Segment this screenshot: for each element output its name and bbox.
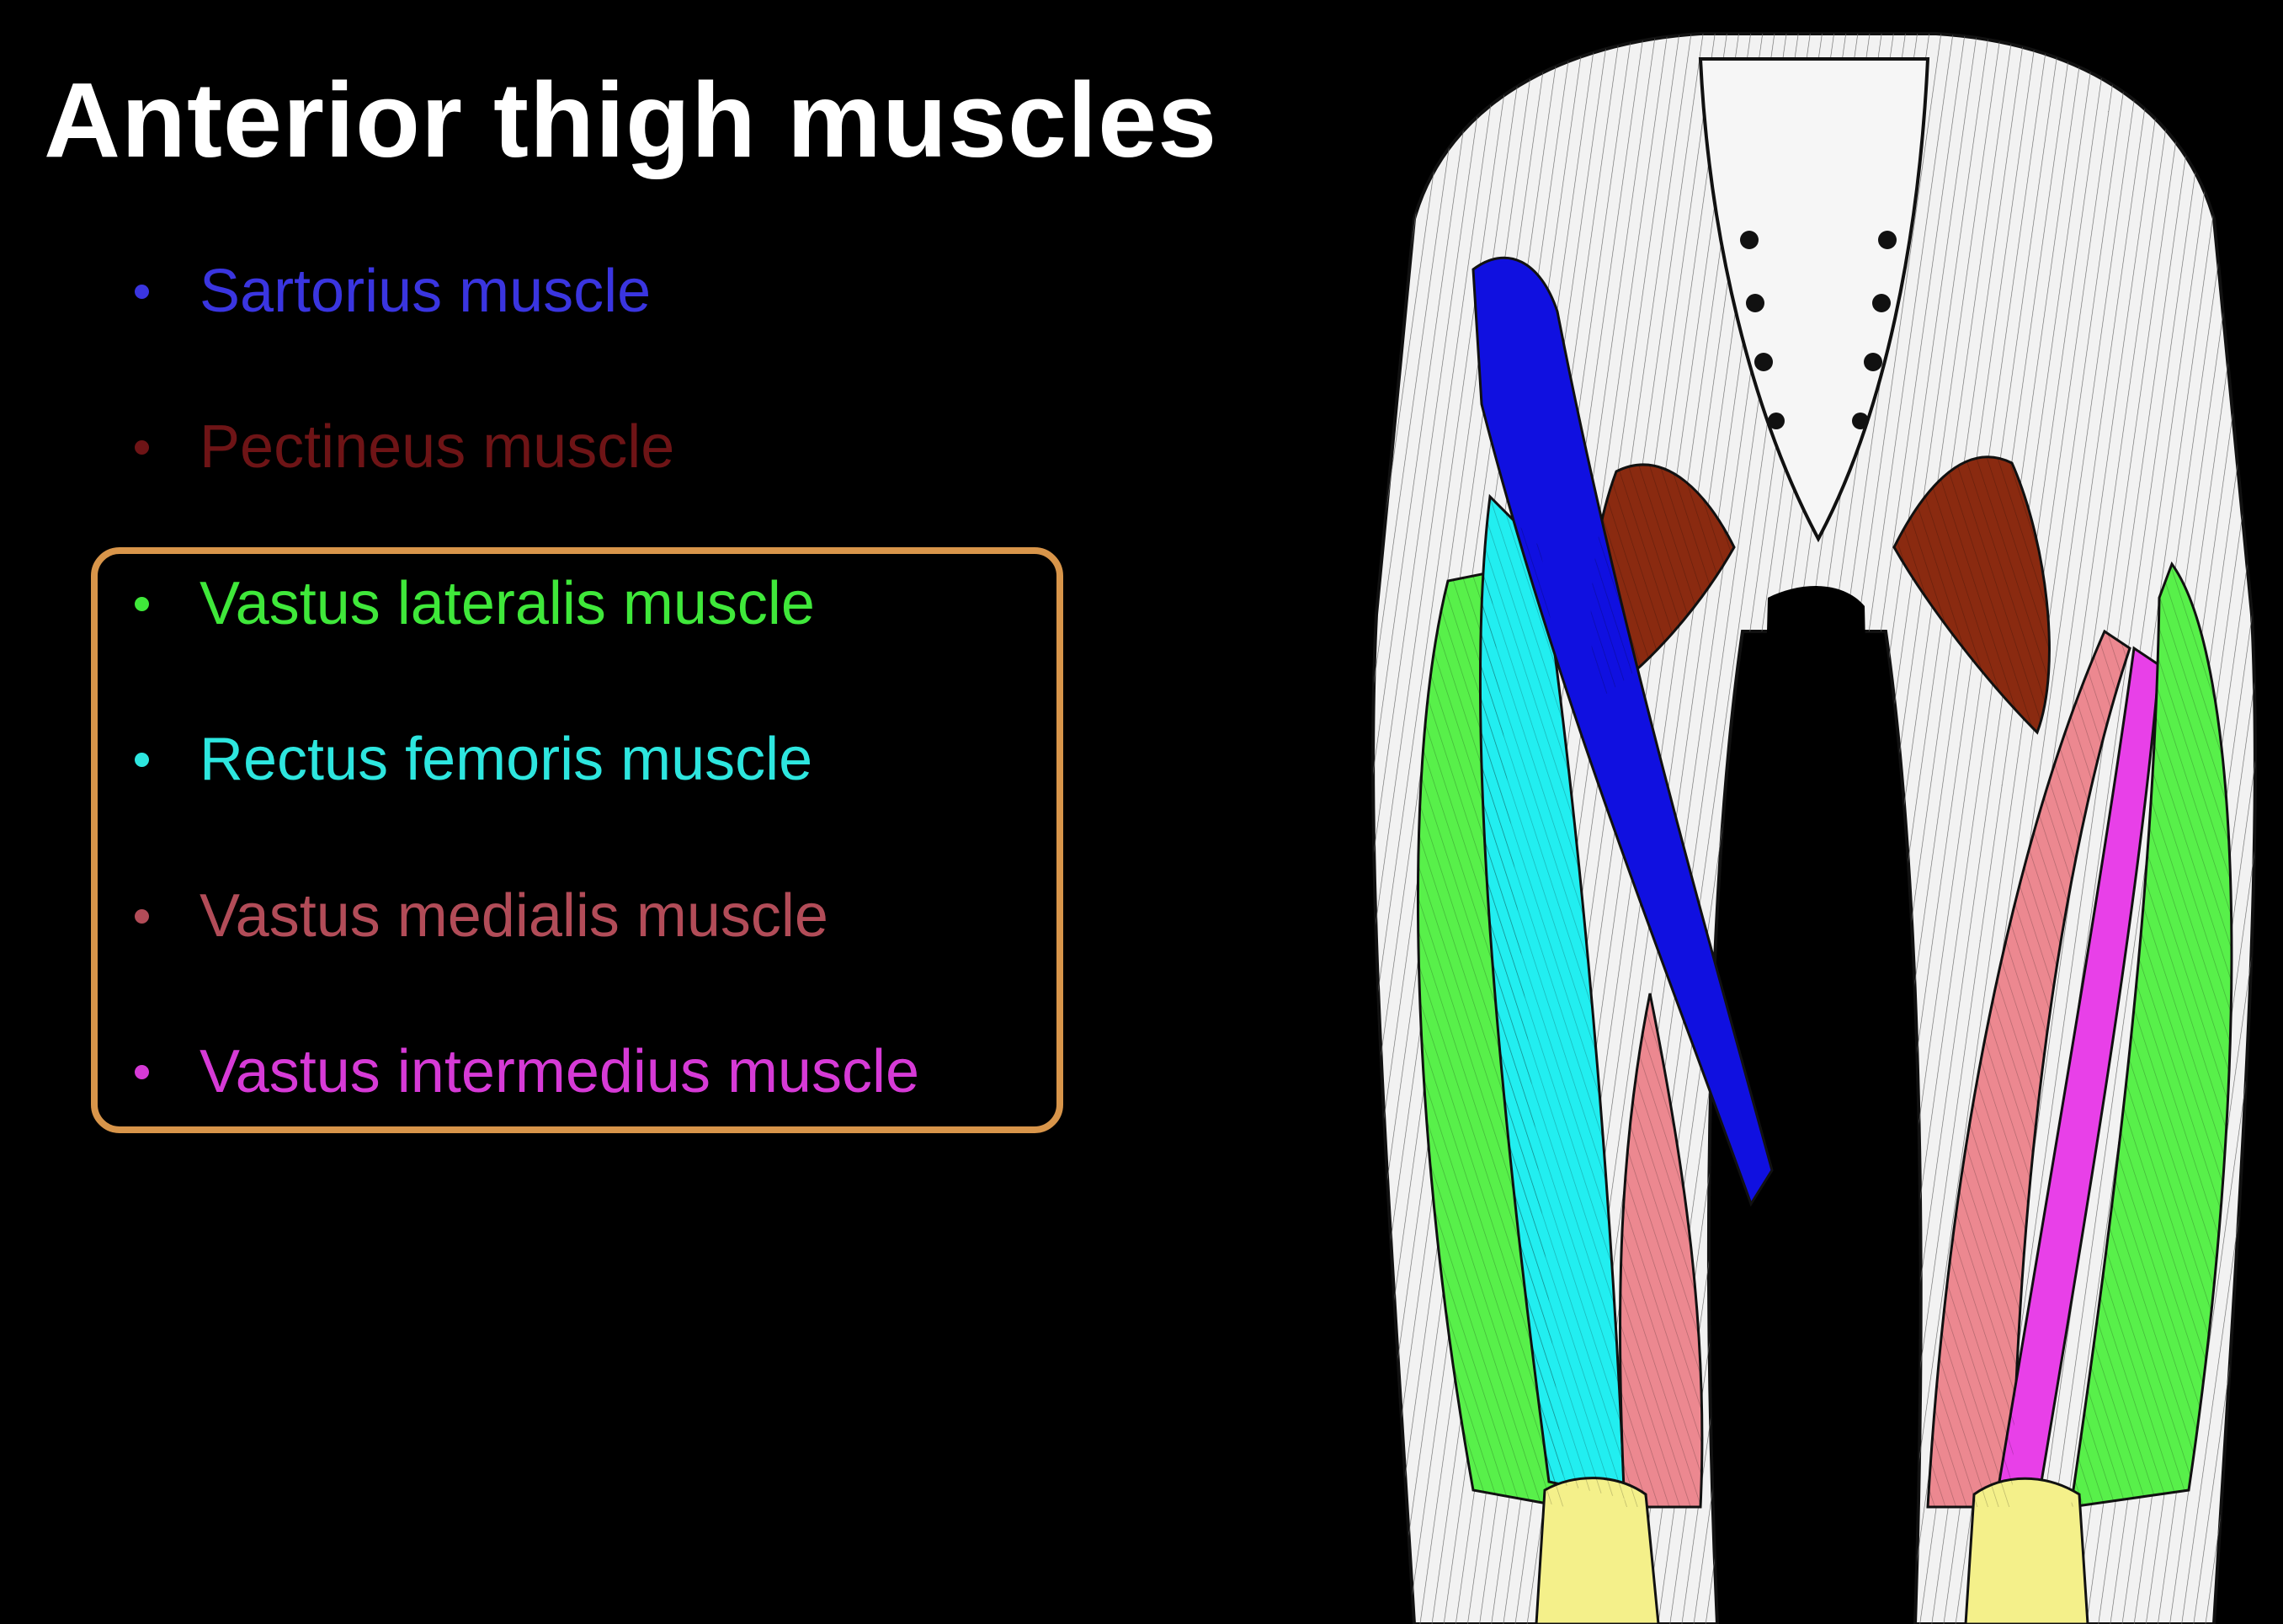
list-item-vastus-lateralis: Vastus lateralis muscle — [135, 573, 815, 634]
muscle-list: Sartorius muscle Pectineus muscle Vastus… — [91, 261, 1063, 1133]
list-item-vastus-medialis: Vastus medialis muscle — [135, 886, 828, 946]
list-item-label: Vastus intermedius muscle — [200, 1038, 919, 1105]
sacral-foramina — [1740, 231, 1897, 429]
sacrum — [1698, 57, 1930, 543]
leg-gap — [1743, 586, 1886, 1624]
list-item-rectus-femoris: Rectus femoris muscle — [135, 729, 812, 790]
quadriceps-highlight-box — [91, 547, 1063, 1133]
list-item-label: Sartorius muscle — [200, 258, 652, 325]
bullet — [135, 908, 149, 924]
muscle-fiber-shading — [1418, 456, 2232, 1507]
bullet — [135, 439, 149, 455]
list-item-vastus-intermedius: Vastus intermedius muscle — [135, 1041, 919, 1102]
list-item-pectineus: Pectineus muscle — [135, 417, 674, 477]
list-item-sartorius: Sartorius muscle — [135, 261, 651, 322]
bullet — [135, 752, 149, 767]
bullet — [135, 1064, 149, 1079]
slide-title: Anterior thigh muscles — [44, 61, 1218, 179]
bullet — [135, 284, 149, 299]
thigh-anatomy-illustration — [1371, 32, 2257, 1624]
list-item-label: Vastus medialis muscle — [200, 882, 828, 950]
sartorius-left — [1471, 256, 1774, 1207]
bullet — [135, 596, 149, 611]
list-item-label: Vastus lateralis muscle — [200, 570, 815, 637]
list-item-label: Rectus femoris muscle — [200, 726, 813, 793]
list-item-label: Pectineus muscle — [200, 413, 675, 481]
